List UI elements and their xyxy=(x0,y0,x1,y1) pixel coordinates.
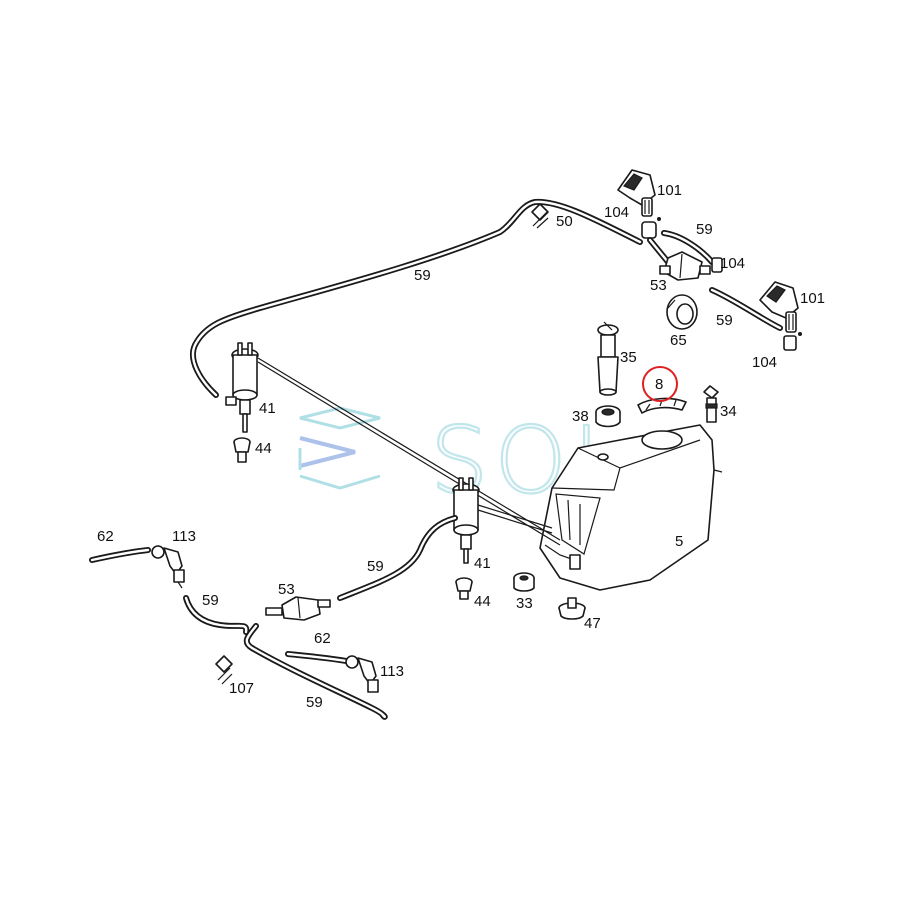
label-38: 38 xyxy=(572,408,589,425)
label-59-upper-right: 59 xyxy=(696,221,713,238)
hose-59-bottom xyxy=(243,623,388,720)
watermark-logo-icon xyxy=(298,406,381,490)
pump-41-lower xyxy=(452,477,553,564)
highlight-circle xyxy=(642,366,678,402)
label-113-left: 113 xyxy=(172,528,196,545)
hose-59-upper-right xyxy=(661,230,715,265)
label-8: 8 xyxy=(655,376,663,393)
hose-59-lower xyxy=(337,515,458,601)
hose-59-main xyxy=(190,198,643,398)
label-34: 34 xyxy=(720,403,737,420)
label-41-upper: 41 xyxy=(259,400,276,417)
filler-neck-35 xyxy=(597,321,619,396)
grommet-44-lower xyxy=(455,577,473,600)
label-101-upper: 101 xyxy=(657,182,682,199)
label-44-lower: 44 xyxy=(474,593,491,610)
clip-107 xyxy=(215,655,233,685)
label-53-lower: 53 xyxy=(278,581,295,598)
label-104-middle: 104 xyxy=(720,255,745,272)
connector-104-middle xyxy=(711,257,723,273)
nozzle-101-upper xyxy=(617,169,656,217)
label-104-upper: 104 xyxy=(604,204,629,221)
hose-59-left-small xyxy=(183,595,250,635)
label-62-right: 62 xyxy=(314,630,331,647)
label-47: 47 xyxy=(584,615,601,632)
label-101-lower: 101 xyxy=(800,290,825,307)
label-59-left-small: 59 xyxy=(202,592,219,609)
label-33: 33 xyxy=(516,595,533,612)
label-65: 65 xyxy=(670,332,687,349)
label-59-bottom: 59 xyxy=(306,694,323,711)
label-59-main: 59 xyxy=(414,267,431,284)
level-sensor-34 xyxy=(703,385,719,423)
label-53-upper: 53 xyxy=(650,277,667,294)
grommet-47 xyxy=(558,597,586,620)
check-valve-53-lower xyxy=(265,596,331,621)
hose-59-lower-right xyxy=(709,287,783,331)
part-labels: 101 104 59 104 101 59 104 53 65 50 59 35… xyxy=(97,182,825,711)
label-107: 107 xyxy=(229,680,254,697)
grommet-38 xyxy=(595,405,621,428)
clip-50 xyxy=(531,203,549,229)
connector-113-right xyxy=(345,655,379,693)
label-5: 5 xyxy=(675,533,683,550)
connector-113-left xyxy=(151,545,185,589)
hose-62-right xyxy=(285,651,355,665)
label-104-lower: 104 xyxy=(752,354,777,371)
hose-62-left xyxy=(89,547,151,563)
pump-41-upper xyxy=(225,342,561,546)
check-valve-53-upper xyxy=(647,237,711,281)
nozzle-101-lower xyxy=(759,281,799,333)
label-50: 50 xyxy=(556,213,573,230)
label-35: 35 xyxy=(620,349,637,366)
label-113-right: 113 xyxy=(380,663,404,680)
grommet-65 xyxy=(666,294,698,330)
label-62-left: 62 xyxy=(97,528,114,545)
label-41-lower: 41 xyxy=(474,555,491,572)
reservoir-tank-5 xyxy=(539,424,723,591)
connector-104-lower xyxy=(783,332,802,351)
label-44-upper: 44 xyxy=(255,440,272,457)
grommet-33 xyxy=(513,572,535,592)
connector-104-upper xyxy=(641,217,661,239)
label-59-lower-right: 59 xyxy=(716,312,733,329)
label-59-lower: 59 xyxy=(367,558,384,575)
grommet-44-upper xyxy=(233,437,251,463)
